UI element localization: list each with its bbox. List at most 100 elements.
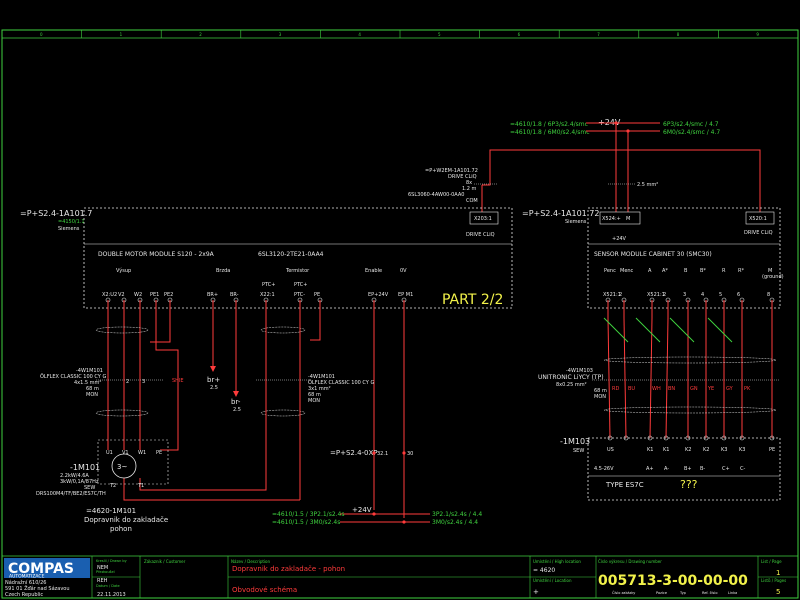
svg-text:MON: MON [594,394,606,400]
svg-text:68 m: 68 m [308,392,321,398]
section-vystup: Výsup [116,267,131,274]
svg-text:32.1: 32.1 [377,451,388,457]
sensor-signal: M [768,268,772,274]
column-number: 8 [677,32,680,37]
brake-plus-val: 2.5 [210,385,218,391]
encoder-type: TYPE ES7C [605,481,644,489]
module-pin-label: PE1 [150,292,159,298]
motor-type: DRS100M4/TF/BE2/ES7C/TH [36,491,106,497]
svg-text:Datum / Date: Datum / Date [96,584,120,588]
module-pin-label: X22:1 [260,292,275,298]
wire-color: BN [668,386,675,392]
svg-text:Kreslil / Drawn by: Kreslil / Drawn by [96,559,127,563]
module-pin-label: PE2 [164,292,173,298]
supply-24v-top: +24V =4610/1.8 / 6P3/s2.4/smc =4610/1.8 … [510,118,720,212]
column-number: 6 [518,32,521,37]
motor-module-maker: Siemens [58,226,80,232]
motor-symbol: 3~ U1 V1 W1 PE T2 T1 -1M101 2.2kW/4.6A 3… [36,439,169,533]
encoder-pin: K2 [703,447,709,453]
svg-text:=4610/1.5 / 3P2.1/s2.4s: =4610/1.5 / 3P2.1/s2.4s [272,511,345,518]
sensor-pin-label: X521:1 [647,292,665,298]
motor-module-port-label: DRIVE CLiQ [466,232,495,238]
svg-text:Ref. číslo: Ref. číslo [702,591,717,595]
part-label: PART 2/2 [442,292,503,308]
svg-text:NEM: NEM [97,565,108,571]
svg-text:Linka: Linka [728,591,737,595]
motor-cable-label: -4W1M101 ÖLFLEX CLASSIC 100 CY G 4x1.5 m… [40,368,106,398]
sensor-signal: (ground) [762,274,784,280]
sensor-signal: R* [738,268,744,274]
brake-plus: br+ [207,376,220,384]
sensor-module: =P+S2.4-1A101.72 Siemens X524:+ M X520:1… [522,207,784,309]
encoder-signal: C- [740,466,745,472]
sensor-port-left: X524:+ [602,216,621,222]
svg-text:REH: REH [97,578,108,584]
module-pin-label: V2 [118,292,125,298]
svg-text:Číslo zakázky: Číslo zakázky [612,590,635,595]
sensor-signal: Menc [620,268,634,274]
svg-text:Umístění / High location: Umístění / High location [533,559,581,564]
sensor-signal: B [684,268,688,274]
brake-minus: br- [231,398,241,406]
svg-text:+24V: +24V [352,506,372,514]
svg-text:Listů / Pages: Listů / Pages [761,578,786,583]
svg-text:Název / Description: Název / Description [231,559,271,564]
svg-text:ÖLFLEX CLASSIC 100 CY G: ÖLFLEX CLASSIC 100 CY G [40,373,106,380]
sensor-module-title: SENSOR MODULE CABINET 30 (SMC30) [594,251,712,258]
encoder-signal: B+ [684,466,692,472]
svg-text:3x1 mm²: 3x1 mm² [308,386,331,392]
section-brzda: Brzda [216,268,230,274]
column-number: 9 [756,32,759,37]
svg-text:MON: MON [308,398,320,404]
motor-speed: 3kW/0,1A/87Hz [60,479,99,485]
encoder-signal: B- [700,466,705,472]
motor-module-port: X203:1 [474,216,492,222]
wire-color: GN [690,386,698,392]
motor-rating: 2.2kW/4.6A [60,473,89,479]
column-number: 7 [597,32,600,37]
svg-text:3M0/s2.4s / 4.4: 3M0/s2.4s / 4.4 [432,519,478,526]
svg-text:-4W1M101: -4W1M101 [308,374,335,380]
company-logo [4,558,90,578]
sensor-pin-label: 3 [683,292,686,298]
drive-cliq-ref: =P+W2EM-1A101.72 [425,168,478,174]
motor-module-ref: =P+S2.4-1A101.7 [20,209,92,218]
module-pin-label: PTC- [294,292,305,298]
encoder-pin: K1 [663,447,669,453]
encoder-maker: SEW [573,448,584,454]
drive-cliq-cores: 8x [466,180,472,186]
column-number: 5 [438,32,441,37]
motor-module-ref-sub: =4150/1.1 [58,219,85,225]
encoder-cable-label: -4W1M103 UNITRONIC LiYCY (TP) 8x0.25 mm²… [538,368,780,400]
motor-module-order: 6SL3120-2TE21-0AA4 [258,251,324,258]
column-number: 4 [358,32,361,37]
column-number: 2 [199,32,202,37]
motor-ref: -1M101 [70,463,100,472]
wire-color: PK [744,386,751,392]
motor-cable-tag: SHIE [172,378,184,384]
svg-text:3P2.1/s2.4s / 4.4: 3P2.1/s2.4s / 4.4 [432,511,482,518]
wire-color: GY [726,386,734,392]
sensor-module-maker: Siemens [565,219,587,225]
module-pin-label: PTC+ [294,282,307,288]
drawing-number: 005713-3-00-00-00 [598,573,748,589]
encoder-pin: K1 [647,447,653,453]
encoder-signal: A+ [646,466,654,472]
svg-text:4x1.5 mm²: 4x1.5 mm² [74,380,101,386]
motor-wire-number: 3 [142,379,145,385]
sensor-port-right: X520:1 [749,216,767,222]
svg-text:Czech Republic: Czech Republic [5,592,43,598]
sensor-pin-label: 5 [719,292,722,298]
company-sub: AUTOMATIZACE [9,574,45,580]
svg-text:Umístění / Location: Umístění / Location [533,578,572,583]
module-pin-label: PE [314,292,320,298]
sensor-pin-label: 8 [767,292,770,298]
encoder-pin: K3 [739,447,745,453]
svg-text:MON: MON [86,392,98,398]
svg-text:Přezkoušel: Přezkoušel [96,570,115,574]
